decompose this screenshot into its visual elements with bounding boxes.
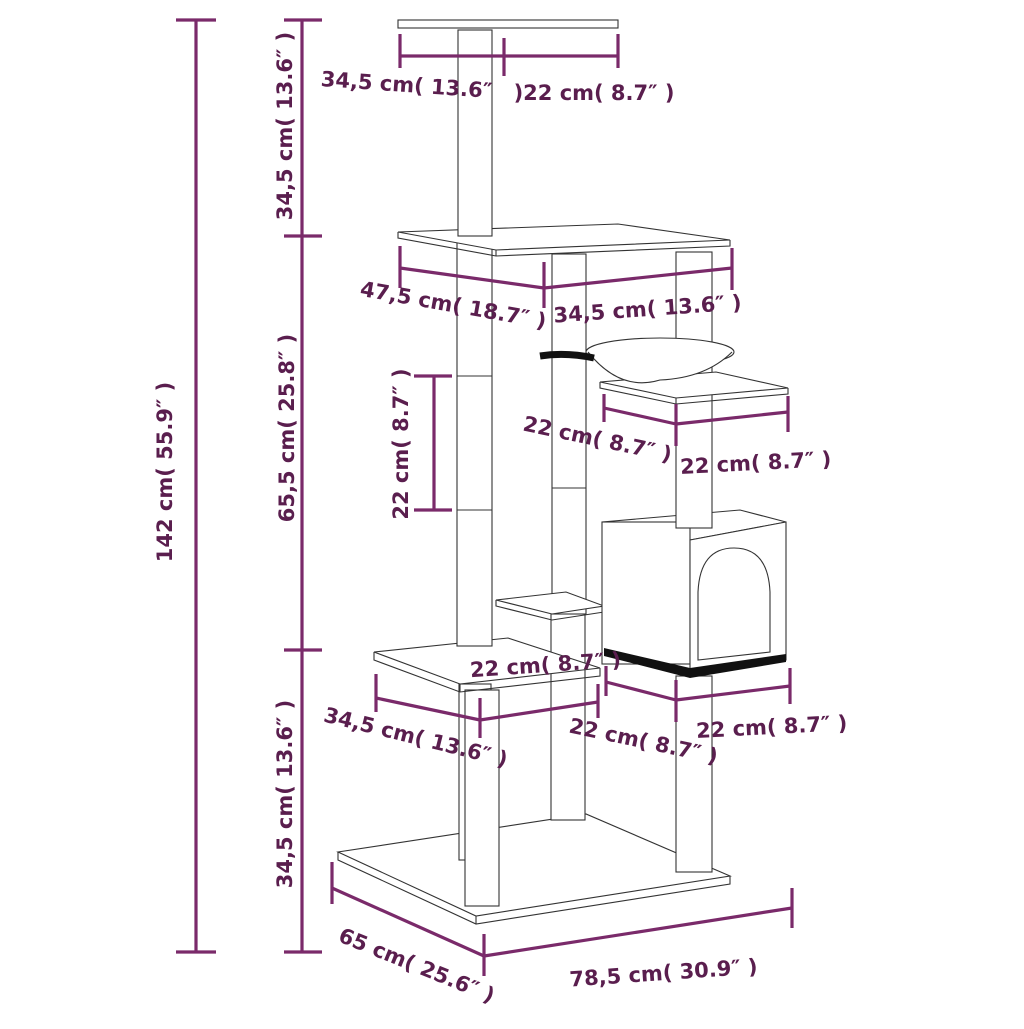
hammock-basket [587,351,733,384]
post-base-middle [550,604,586,821]
label-bottom-section-height: 34,5 cm( 13.6″ ) [273,700,297,888]
base-board [336,813,732,917]
label-base-width: 78,5 cm( 30.9″ ) [569,954,759,991]
post-base-front [464,689,500,907]
hammock-ring [539,350,595,362]
second-platform [397,223,731,251]
post-middle [551,253,587,615]
label-base-depth: 65 cm( 25.6″ ) [335,923,498,1007]
condo-front-stripe [604,648,786,678]
step-platform [495,591,607,615]
post-tall-left [456,241,493,647]
cat-tree-drawing [336,19,789,925]
post-top [457,29,493,237]
top-platform [397,19,619,29]
label-middle-section-height: 65,5 cm( 25.8″ ) [275,334,299,522]
dimension-lines [176,18,794,976]
condo-front [601,521,691,665]
post-base-right [675,675,713,873]
label-total-height: 142 cm( 55.9″ ) [153,382,177,563]
label-condo-width: 22 cm( 8.7″ ) [695,711,847,743]
label-top-section-height: 34,5 cm( 13.6″ ) [273,32,297,220]
condo-entrance [697,547,771,661]
label-post-segment-height: 22 cm( 8.7″ ) [389,368,413,519]
label-top-platform-depth: )22 cm( 8.7″ ) [514,81,675,105]
